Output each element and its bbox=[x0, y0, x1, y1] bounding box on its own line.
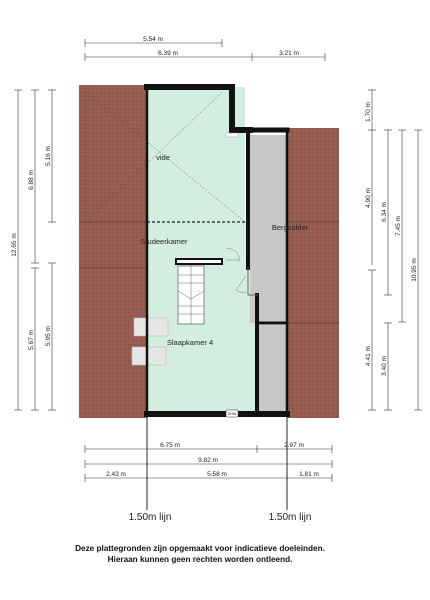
bed-pieces bbox=[131, 317, 169, 366]
window-vide bbox=[225, 132, 239, 138]
room-vide bbox=[147, 87, 245, 222]
dim-bottom-row1-left: 6.75 m bbox=[160, 442, 180, 449]
label-studeerkamer: Studeerkamer bbox=[140, 237, 188, 246]
dim-top-left: 6.39 m bbox=[158, 50, 178, 57]
bottom-dimensions bbox=[84, 445, 333, 482]
right-dimensions bbox=[368, 89, 422, 411]
label-lijn-left: 1.50m lijn bbox=[129, 512, 172, 523]
dim-bottom-row3-c: 1.81 m bbox=[299, 471, 319, 478]
dim-left-upper-outer: 6.88 m bbox=[28, 170, 35, 190]
dim-left-lower-outer: 5.67 m bbox=[28, 330, 35, 350]
label-bergzolder: Bergzolder bbox=[272, 223, 309, 232]
dim-right-2: 4.90 m bbox=[365, 188, 372, 208]
dim-right-6: 4.41 m bbox=[365, 346, 372, 366]
dim-bottom-row3-a: 2.43 m bbox=[106, 471, 126, 478]
staircase bbox=[177, 265, 205, 325]
vide-cross bbox=[85, 91, 246, 223]
dim-left-lower-inner: 5.95 m bbox=[45, 326, 52, 346]
stair-railing bbox=[175, 258, 223, 265]
dim-right-4: 7.45 m bbox=[395, 216, 402, 236]
dim-top-overall: 5.54 m bbox=[143, 36, 163, 43]
label-lijn-right: 1.50m lijn bbox=[269, 512, 312, 523]
room-storage-lower bbox=[258, 325, 287, 411]
dim-bottom-row2: 9.82 m bbox=[198, 457, 218, 464]
dim-left-upper-inner: 5.16 m bbox=[45, 146, 52, 166]
dim-top-right: 3.21 m bbox=[279, 50, 299, 57]
dim-right-3: 6.34 m bbox=[381, 202, 388, 222]
water-heater-tag: DHW bbox=[228, 412, 237, 416]
dim-bottom-row1-right: 2.97 m bbox=[284, 442, 304, 449]
left-dimensions bbox=[14, 89, 56, 411]
door-swings bbox=[225, 247, 247, 293]
roof-right bbox=[287, 128, 339, 418]
disclaimer-line-1: Deze plattegronden zijn opgemaakt voor i… bbox=[75, 544, 325, 553]
dim-right-7: 3.40 m bbox=[381, 356, 388, 376]
roof-purlins bbox=[79, 221, 339, 324]
roof-left bbox=[79, 85, 147, 418]
top-dimensions bbox=[84, 39, 326, 61]
lijn-markers bbox=[146, 412, 288, 510]
dim-bottom-row3-b: 5.58 m bbox=[207, 471, 227, 478]
dim-right-5: 10.95 m bbox=[411, 258, 418, 282]
disclaimer-line-2: Hieraan kunnen geen rechten worden ontle… bbox=[108, 555, 293, 564]
dim-left-total: 12.65 m bbox=[11, 233, 18, 257]
walls bbox=[144, 84, 290, 417]
room-bergzolder bbox=[250, 135, 287, 323]
label-vide: vide bbox=[156, 153, 170, 162]
label-slaapkamer: Slaapkamer 4 bbox=[167, 338, 213, 347]
dim-right-1: 1.70 m bbox=[365, 102, 372, 122]
water-heater bbox=[225, 409, 239, 418]
